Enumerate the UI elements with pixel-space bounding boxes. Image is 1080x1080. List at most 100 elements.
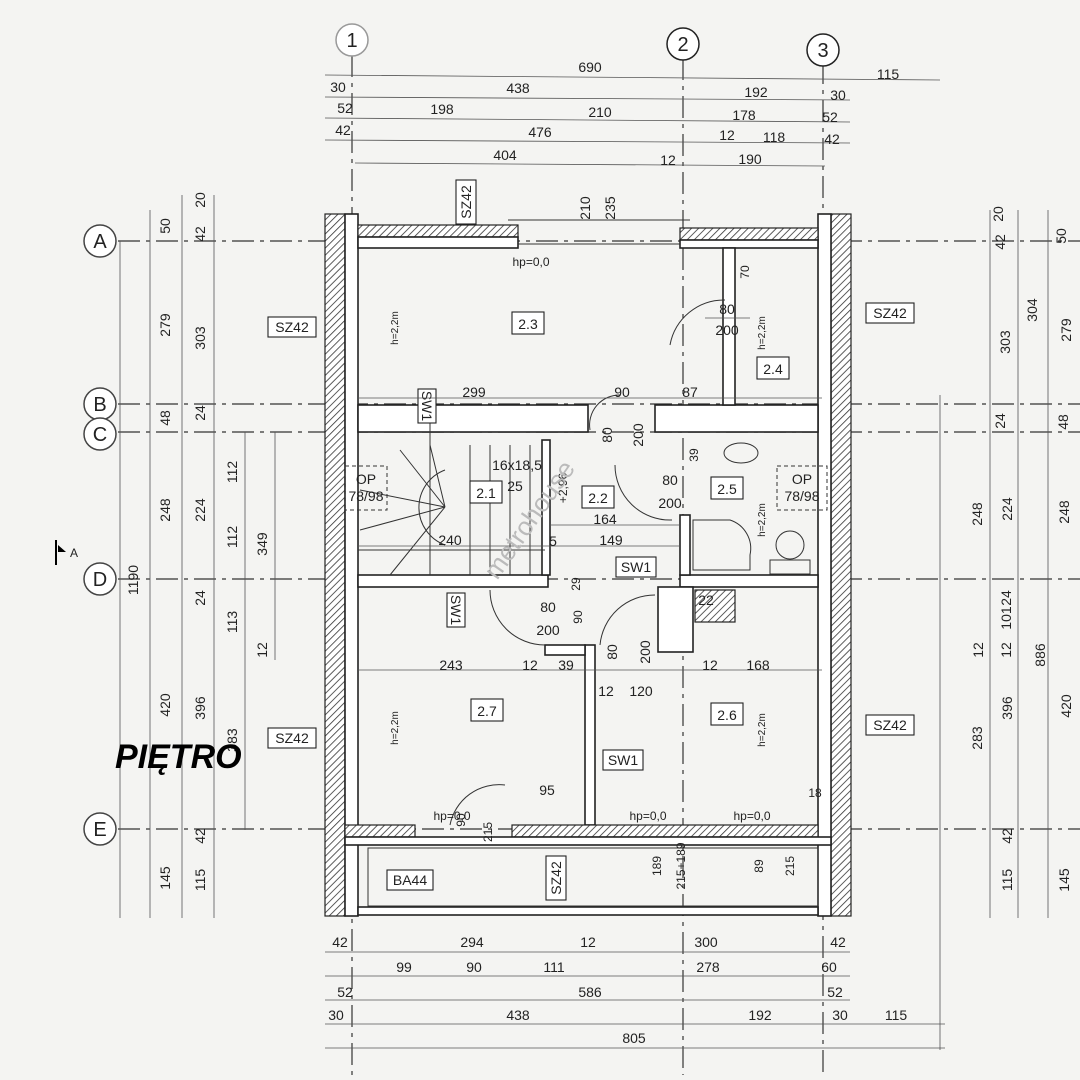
dim-label: 420 xyxy=(157,693,173,717)
wall-tag: SW1 xyxy=(419,391,435,422)
dim-label: 120 xyxy=(629,683,653,699)
dim-label: 42 xyxy=(335,122,351,138)
section-marker: A xyxy=(55,540,78,565)
dim-label: 248 xyxy=(1056,500,1072,524)
door-height: 200 xyxy=(658,495,682,511)
grid-axes xyxy=(118,55,1080,1075)
dim-label: 215 xyxy=(481,822,495,842)
dim-label: 198 xyxy=(430,101,454,117)
level-mark: +2,96 xyxy=(556,472,570,503)
dim-label: 42 xyxy=(830,934,846,950)
axis-bubble-c: C xyxy=(93,424,107,446)
stair-steps: 16x18,5 xyxy=(492,457,542,473)
door-height: 200 xyxy=(630,423,646,447)
dim-label: 404 xyxy=(493,147,517,163)
axis-bubble-e: E xyxy=(93,819,106,841)
door-height: 200 xyxy=(715,322,739,338)
dim-label: 164 xyxy=(593,511,617,527)
door-height: 200 xyxy=(637,640,653,664)
dim-label: 89 xyxy=(752,859,766,873)
dim-label: 210 xyxy=(577,196,593,220)
dim-label: 190 xyxy=(738,151,762,167)
dim-label: 50 xyxy=(157,218,173,234)
dim-label: 383 xyxy=(224,728,240,752)
dim-label: 52 xyxy=(827,984,843,1000)
dim-label: 300 xyxy=(694,934,718,950)
dim-label: 586 xyxy=(578,984,602,1000)
dim-label: 115 xyxy=(999,869,1015,892)
dim-label: 438 xyxy=(506,80,530,96)
axis-bubble-b: B xyxy=(93,394,106,416)
dim-label: 5 xyxy=(549,533,557,549)
dim-label: 224 xyxy=(999,497,1015,521)
wall-tag: SZ42 xyxy=(873,305,907,321)
room-2-3-label: 2.3 xyxy=(518,316,538,332)
dim-label: 224 xyxy=(192,498,208,522)
dim-label: 283 xyxy=(969,726,985,750)
wall-tag: SZ42 xyxy=(275,319,309,335)
dim-label: 304 xyxy=(1024,298,1040,322)
dim-label: 39 xyxy=(687,448,701,462)
room-height: h=2,2m xyxy=(390,711,401,745)
dim-label: 278 xyxy=(696,959,720,975)
dim-label: 279 xyxy=(1058,318,1074,342)
dim-label: 12 xyxy=(719,127,735,143)
wall-tag: SW1 xyxy=(621,559,652,575)
dim-label: 112 xyxy=(224,526,240,549)
dim-label: 886 xyxy=(1032,643,1048,667)
dim-label: 30 xyxy=(832,1007,848,1023)
level-mark: hp=0,0 xyxy=(733,809,770,823)
dim-label: 48 xyxy=(1055,414,1071,430)
dim-label: 30 xyxy=(328,1007,344,1023)
dim-label: 243 xyxy=(439,657,463,673)
dim-label: 30 xyxy=(830,87,846,103)
wall-tag: SZ42 xyxy=(275,730,309,746)
dim-label: 48 xyxy=(157,410,173,426)
axis-bubble-1: 1 xyxy=(346,30,357,52)
right-dimensions: 20 50 42 304 303 279 24 48 248 224 248 2… xyxy=(939,206,1074,1050)
dim-label: 50 xyxy=(1053,228,1069,244)
dim-label: 690 xyxy=(578,59,602,75)
dim-label: 87 xyxy=(682,384,698,400)
dim-label: 42 xyxy=(824,131,840,147)
door-width: 80 xyxy=(604,644,620,660)
dim-label: 192 xyxy=(744,84,768,100)
dim-label: 215+189 xyxy=(674,842,688,889)
room-2-1-label: 2.1 xyxy=(476,485,496,501)
door-width: 80 xyxy=(719,301,735,317)
dim-label: 39 xyxy=(558,657,574,673)
opening-label: OP xyxy=(792,471,812,487)
dim-label: 12 xyxy=(580,934,596,950)
dim-label: 299 xyxy=(462,384,486,400)
dim-label: 42 xyxy=(192,226,208,242)
wall-tag: SZ42 xyxy=(873,717,907,733)
axis-bubble-2: 2 xyxy=(677,34,688,56)
dim-label: 210 xyxy=(588,104,612,120)
axis-bubble-a: A xyxy=(93,231,107,253)
room-2-6-label: 2.6 xyxy=(717,707,737,723)
dim-label: 18 xyxy=(808,786,822,800)
level-mark: hp=0,0 xyxy=(629,809,666,823)
room-height: h=2,2m xyxy=(390,311,401,345)
opening-size: 78/98 xyxy=(784,488,819,504)
balcony-tag: BA44 xyxy=(393,872,427,888)
dim-label: 805 xyxy=(622,1030,646,1046)
room-2-4-label: 2.4 xyxy=(763,361,783,377)
dim-label: 29 xyxy=(569,577,583,591)
section-label: A xyxy=(70,546,78,560)
dim-label: 101 xyxy=(998,606,1014,630)
door-width: 80 xyxy=(540,599,556,615)
door-dim: 90 xyxy=(571,610,585,624)
room-2-2-label: 2.2 xyxy=(588,490,608,506)
door-width: 80 xyxy=(599,427,615,443)
dim-label: 168 xyxy=(746,657,770,673)
door-height: 200 xyxy=(536,622,560,638)
dim-label: 12 xyxy=(522,657,538,673)
dim-label: 24 xyxy=(998,590,1014,606)
wall-tag: SW1 xyxy=(608,752,639,768)
opening-size: 78/98 xyxy=(348,488,383,504)
dim-label: 189 xyxy=(650,856,664,876)
dim-label: 42 xyxy=(999,828,1015,844)
dim-label: 70 xyxy=(738,265,752,279)
dim-label: 12 xyxy=(660,152,676,168)
